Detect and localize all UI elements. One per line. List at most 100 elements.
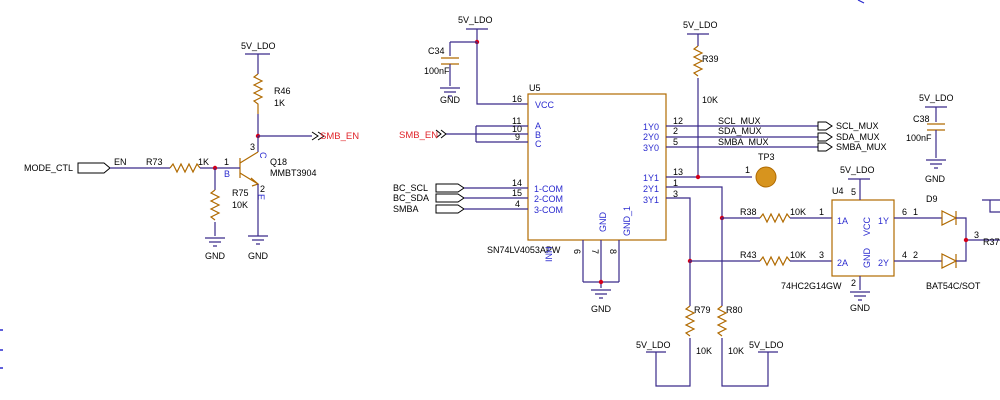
r38-value: 10K: [790, 207, 806, 217]
d9-ref: D9: [926, 194, 938, 204]
r46-ref: R46: [274, 86, 291, 96]
u5-pin14: 14: [512, 178, 522, 188]
u5-pin-3y0: 3Y0: [643, 143, 659, 153]
u5-pin-gnd1: GND_1: [622, 206, 632, 236]
c38-value: 100nF: [906, 133, 932, 143]
bc-scl-label: BC_SCL: [393, 183, 428, 193]
u5-pin-3y1: 3Y1: [643, 195, 659, 205]
u5-pin-c: C: [535, 139, 542, 149]
smb-en-port-in: [435, 129, 447, 139]
u5-pin3: 3: [673, 189, 678, 199]
net-label-5v-ldo: 5V_LDO: [636, 340, 671, 350]
u5-pin-3com: 3-COM: [534, 205, 563, 215]
u4-pin-2y: 2Y: [878, 258, 889, 268]
u4-pin-vcc: VCC: [862, 216, 872, 236]
r73-value: 1K: [198, 157, 209, 167]
en-net-label: EN: [114, 157, 127, 167]
smba-mux-net: SMBA_MUX: [718, 137, 769, 147]
r75-ref: R75: [232, 188, 249, 198]
u5-pin-1com: 1-COM: [534, 184, 563, 194]
u4-pin6: 6: [902, 207, 907, 217]
mode-ctl-port: [77, 162, 111, 174]
r79-value: 10K: [696, 346, 712, 356]
q18-pin3: 3: [250, 142, 255, 152]
net-label-5v-ldo: 5V_LDO: [840, 165, 875, 175]
transistor-q18: [239, 151, 259, 185]
u5-pin4: 4: [515, 199, 520, 209]
q18-pin-e: E: [256, 194, 266, 200]
u5-pin-1y0: 1Y0: [643, 122, 659, 132]
scl-mux-net: SCL_MUX: [718, 116, 761, 126]
capacitor-c38: [927, 123, 945, 131]
u5-pin-a: A: [535, 121, 541, 131]
u4-ref: U4: [832, 186, 844, 196]
gnd-label: GND: [248, 251, 269, 261]
r37-ref: R37: [983, 237, 1000, 247]
r39-ref: R39: [702, 54, 719, 64]
u4-pin1: 1: [819, 207, 824, 217]
gnd-label: GND: [850, 303, 871, 313]
bc-sda-label: BC_SDA: [393, 193, 429, 203]
smba-port: [435, 204, 465, 214]
tp3-pin1: 1: [745, 165, 750, 175]
u5-pin-2y0: 2Y0: [643, 132, 659, 142]
resistor-r38: [759, 212, 791, 224]
resistor-r75: [209, 189, 221, 221]
smba-label: SMBA: [393, 204, 419, 214]
u5-ref: U5: [529, 83, 541, 93]
net-label-5v-ldo: 5V_LDO: [241, 41, 276, 51]
q18-value: MMBT3904: [270, 168, 317, 178]
d9-pin1: 1: [913, 207, 918, 217]
u4-pin2: 2: [851, 278, 856, 288]
r75-value: 10K: [232, 200, 248, 210]
r80-ref: R80: [726, 305, 743, 315]
u4-pin-1a: 1A: [837, 216, 848, 226]
r43-ref: R43: [740, 250, 757, 260]
resistor-r79: [684, 305, 696, 337]
r38-ref: R38: [740, 207, 757, 217]
u5-pin-b: B: [535, 130, 541, 140]
u5-pin-vcc: VCC: [535, 100, 555, 110]
r73-ref: R73: [146, 157, 163, 167]
bc-sda-port: [435, 193, 465, 203]
bc-scl-port: [435, 183, 465, 193]
r39-value: 10K: [702, 95, 718, 105]
q18-pin-c: C: [258, 152, 268, 159]
testpoint-tp3[interactable]: [755, 166, 777, 188]
u5-pin1: 1: [673, 178, 678, 188]
u5-pin-2y1: 2Y1: [643, 184, 659, 194]
sda-mux-net: SDA_MUX: [718, 126, 762, 136]
u5-pin12: 12: [673, 116, 683, 126]
net-label-5v-ldo: 5V_LDO: [683, 20, 718, 30]
u5-pin-1y1: 1Y1: [643, 173, 659, 183]
gnd-label: GND: [591, 304, 612, 314]
c38-ref: C38: [913, 114, 930, 124]
ic-u5-body: [527, 93, 667, 241]
d9-pin2: 2: [913, 250, 918, 260]
u5-pin2: 2: [673, 126, 678, 136]
smba-mux-port-label: SMBA_MUX: [836, 142, 887, 152]
u4-pin4: 4: [902, 250, 907, 260]
diode-d9-b: [941, 253, 958, 269]
c34-value: 100nF: [424, 66, 450, 76]
u5-pin9: 9: [515, 132, 520, 142]
gnd-label: GND: [205, 251, 226, 261]
smb-en-port-out: [311, 131, 325, 141]
u5-value: SN74LV4053APW: [487, 245, 561, 255]
diode-d9-a: [941, 210, 958, 226]
q18-pin2: 2: [260, 184, 265, 194]
q18-pin-b: B: [224, 169, 230, 179]
u5-pin16: 16: [512, 94, 522, 104]
u4-pin5: 5: [851, 187, 856, 197]
r80-value: 10K: [728, 346, 744, 356]
u5-pin13: 13: [673, 167, 683, 177]
u5-pin8: 8: [608, 249, 618, 254]
u4-pin3: 3: [819, 250, 824, 260]
sda-mux-port-label: SDA_MUX: [836, 132, 880, 142]
u5-pin11: 11: [512, 116, 521, 126]
u5-pin15: 15: [512, 188, 522, 198]
u4-pin-2a: 2A: [837, 258, 848, 268]
resistor-r73: [169, 162, 201, 174]
u5-pin5: 5: [673, 137, 678, 147]
u5-pin-inh: INH: [544, 247, 554, 263]
